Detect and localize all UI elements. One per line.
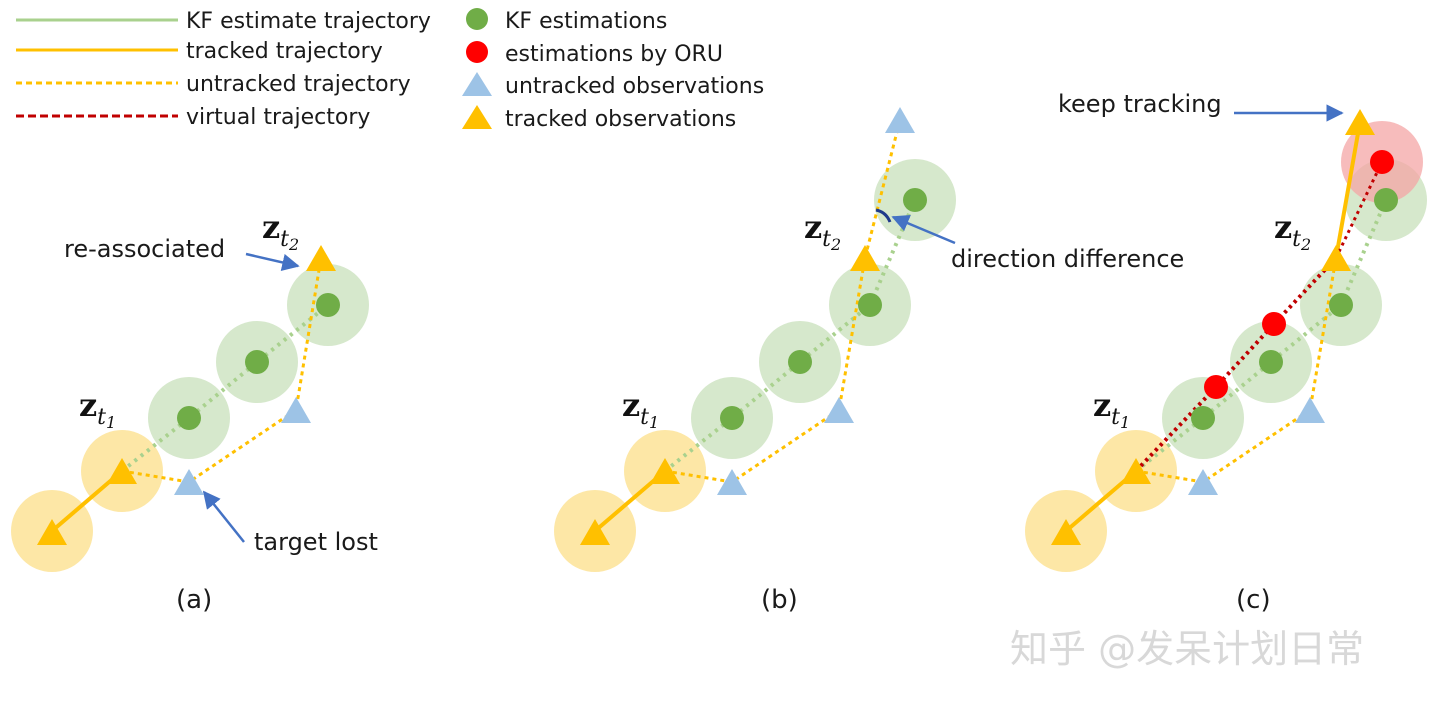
- oru-estimation: [1204, 375, 1228, 399]
- tracked-observation: [1051, 519, 1081, 545]
- kf-estimation: [1374, 188, 1398, 212]
- untracked-observation: [1295, 397, 1325, 423]
- z-t1-label: zt1: [79, 386, 116, 432]
- tracked-trajectory: [1334, 121, 1362, 259]
- watermark-text: 知乎 @发呆计划日常: [1010, 627, 1364, 671]
- tracked-observation: [1321, 245, 1351, 271]
- panel-caption: (a): [176, 585, 212, 615]
- untracked-observation: [281, 397, 311, 423]
- kf-estimation: [177, 406, 201, 430]
- untracked-trajectory: [121, 257, 323, 484]
- kf-estimation: [1191, 406, 1215, 430]
- untracked-trajectory: [1135, 257, 1338, 484]
- keep-tracking-label: keep tracking: [1058, 90, 1222, 118]
- legend-kf-dot-label: KF estimations: [505, 9, 667, 34]
- untracked-observation: [824, 397, 854, 423]
- legend-oru-dot-label: estimations by ORU: [505, 42, 723, 67]
- oru-estimation: [1262, 312, 1286, 336]
- oru-estimation: [1370, 150, 1394, 174]
- kf-estimation: [316, 293, 340, 317]
- legend-blue-triangle-swatch: [462, 72, 492, 96]
- tracked-observation: [650, 458, 680, 484]
- kf-estimation: [1259, 350, 1283, 374]
- tracked-observation: [1345, 109, 1375, 135]
- z-t2-label: zt2: [262, 208, 299, 254]
- tracked-observation: [37, 519, 67, 545]
- direction-difference-arrow: [891, 215, 956, 245]
- legend-untracked-line-label: untracked trajectory: [186, 72, 411, 97]
- untracked-observation: [885, 107, 915, 133]
- tracked-observation: [850, 245, 880, 271]
- z-t2-label: zt2: [1274, 208, 1311, 254]
- direction-difference-label: direction difference: [951, 245, 1184, 273]
- panel-a: zt1 zt2 re-associated target lost (a): [11, 208, 378, 615]
- tracked-observation: [580, 519, 610, 545]
- z-t2-label: zt2: [804, 208, 841, 254]
- legend-kf-line-label: KF estimate trajectory: [186, 9, 431, 34]
- legend-orange-triangle-label: tracked observations: [505, 107, 736, 132]
- legend: KF estimate trajectory tracked trajector…: [16, 8, 764, 132]
- untracked-observation: [174, 469, 204, 495]
- panel-c: zt1 zt2 keep tracking (c): [1025, 90, 1427, 615]
- untracked-observation: [1188, 469, 1218, 495]
- legend-tracked-line-label: tracked trajectory: [186, 39, 383, 64]
- virtual-trajectory: [1134, 256, 1338, 473]
- kf-estimate-trajectory: [1134, 199, 1388, 473]
- legend-virtual-line-label: virtual trajectory: [186, 105, 370, 130]
- legend-orange-triangle-swatch: [462, 105, 492, 129]
- legend-blue-triangle-label: untracked observations: [505, 74, 764, 99]
- kf-estimation: [720, 406, 744, 430]
- target-lost-label: target lost: [254, 528, 378, 556]
- kf-estimation: [788, 350, 812, 374]
- kf-estimation: [245, 350, 269, 374]
- z-t1-label: zt1: [1093, 386, 1130, 432]
- z-t1-label: zt1: [622, 386, 659, 432]
- tracked-observation: [306, 245, 336, 271]
- panel-b: zt1 zt2 direction difference (b): [554, 107, 1184, 615]
- tracked-observation: [107, 458, 137, 484]
- target-lost-arrow: [202, 490, 245, 543]
- kf-estimation: [903, 188, 927, 212]
- tracked-observation: [1121, 458, 1151, 484]
- panel-caption: (c): [1236, 585, 1271, 615]
- re-associated-label: re-associated: [64, 235, 225, 263]
- untracked-observation: [717, 469, 747, 495]
- kf-estimate-trajectory: [120, 303, 330, 473]
- kf-estimate-trajectory: [663, 199, 917, 473]
- re-associated-arrow: [245, 252, 300, 271]
- kf-estimation: [1329, 293, 1353, 317]
- legend-oru-dot-swatch: [466, 41, 488, 63]
- direction-difference-arc: [875, 208, 892, 223]
- kf-estimation: [858, 293, 882, 317]
- legend-kf-dot-swatch: [466, 8, 488, 30]
- panel-caption: (b): [761, 585, 798, 615]
